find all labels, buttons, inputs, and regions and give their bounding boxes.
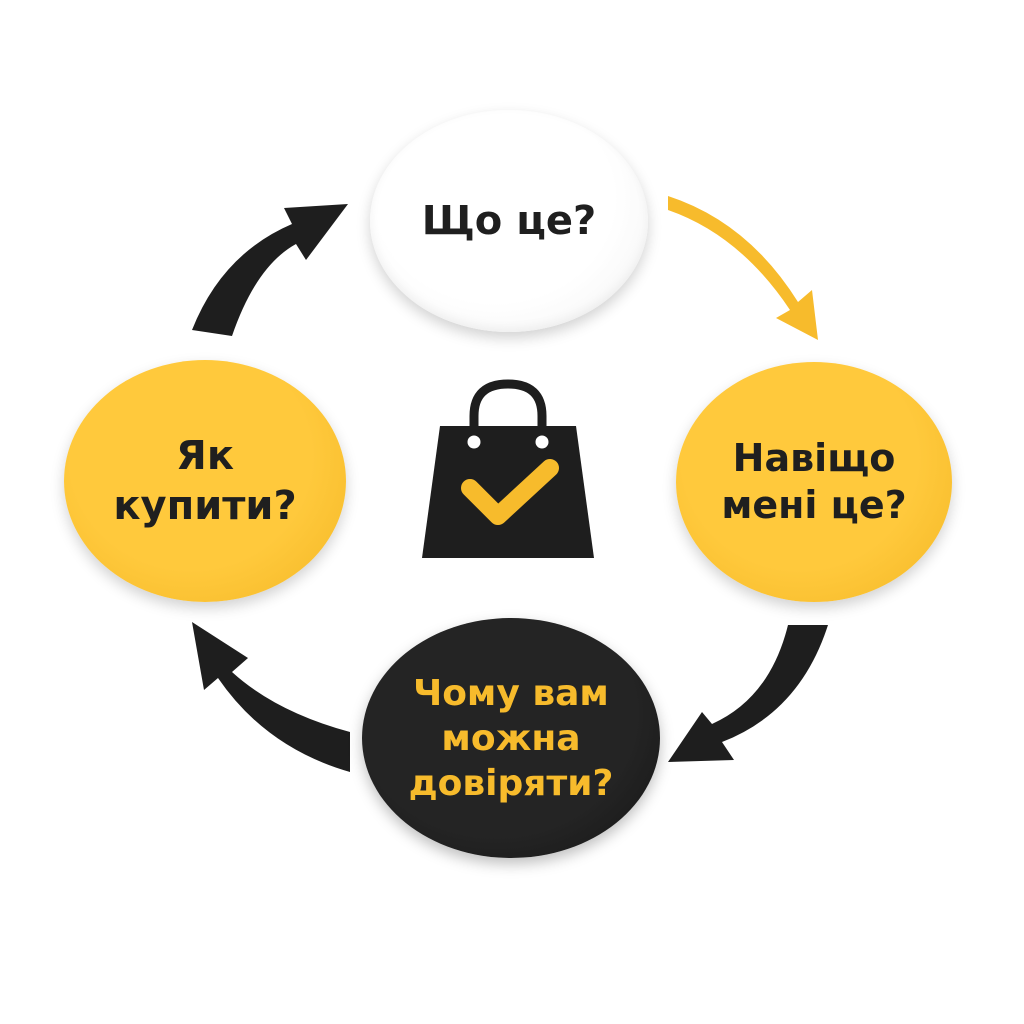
shopping-bag-check-icon [422, 379, 594, 558]
node-why-need: Навіщо мені це? [676, 362, 952, 602]
arrow-bottom-to-left [192, 622, 350, 772]
arrow-right-to-bottom [668, 625, 828, 762]
node-why-trust: Чому вам можна довіряти? [362, 618, 660, 858]
node-how-to-buy-label: Як купити? [113, 433, 297, 529]
node-what-is-it-label: Що це? [421, 198, 597, 244]
arrow-top-to-right [668, 196, 818, 340]
arrow-left-to-top [192, 204, 348, 336]
node-why-trust-label: Чому вам можна довіряти? [408, 672, 614, 804]
node-why-need-label: Навіщо мені це? [721, 435, 907, 528]
node-what-is-it: Що це? [370, 110, 648, 332]
node-how-to-buy: Як купити? [64, 360, 346, 602]
